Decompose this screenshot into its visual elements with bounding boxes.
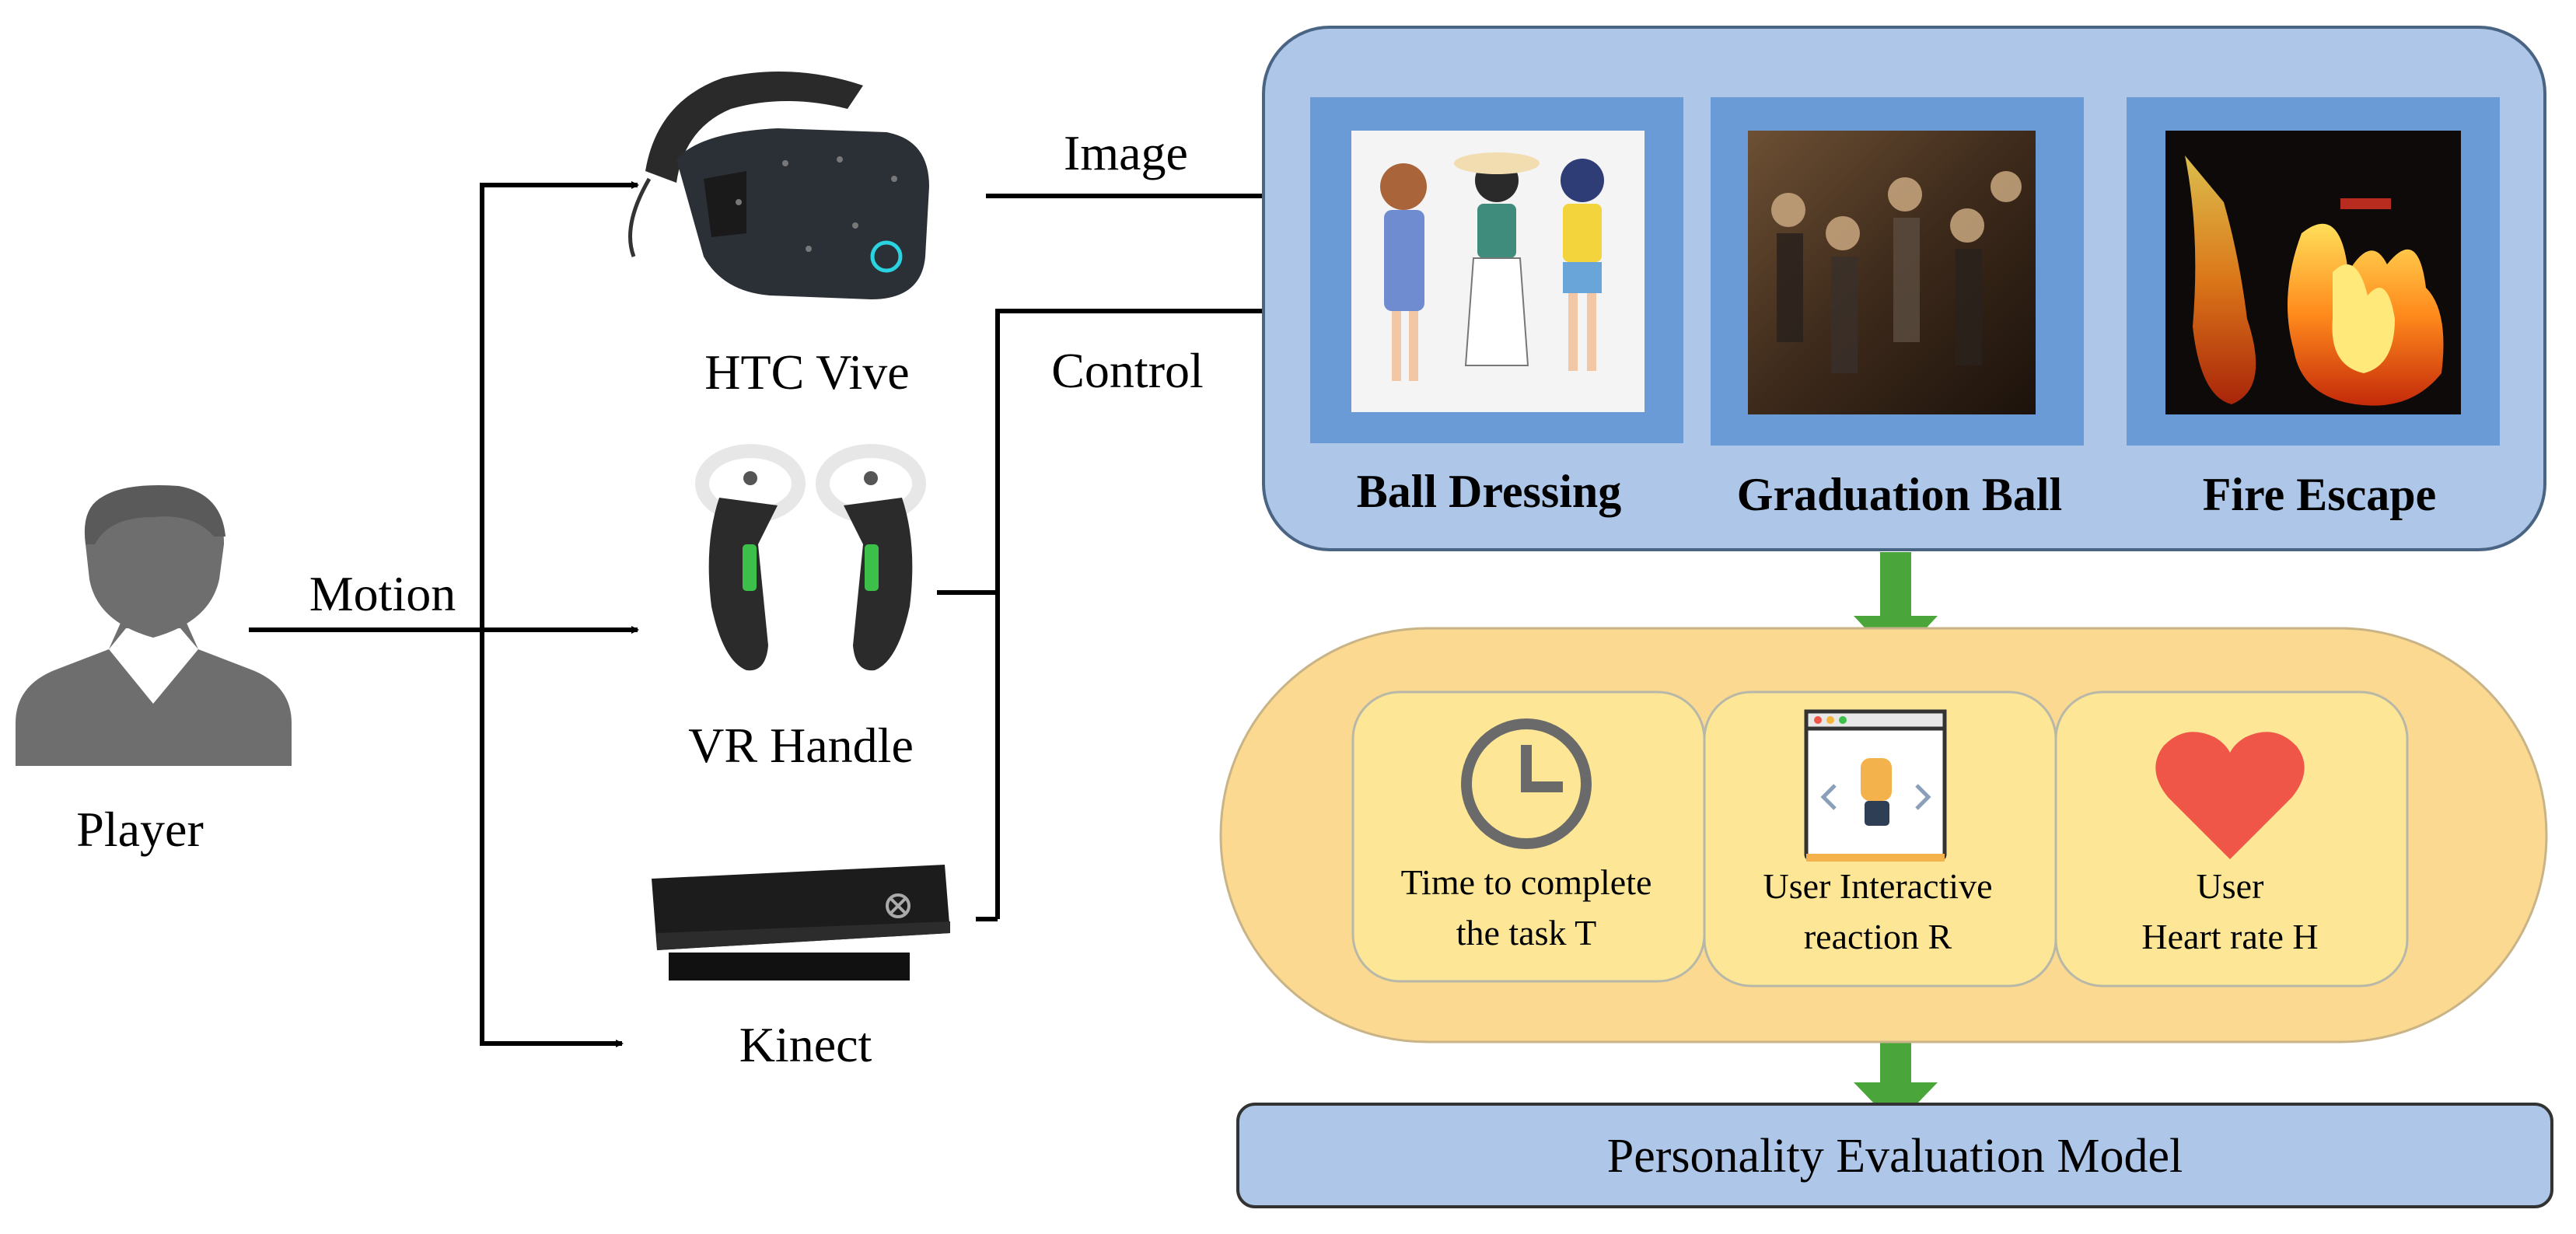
metric-time: Time to complete the task T (1351, 690, 1706, 983)
device-kinect: Kinect (652, 865, 950, 1072)
clock-icon (1461, 718, 1592, 849)
control-connectors (937, 307, 1271, 921)
scene-label-ball-dressing: Ball Dressing (1357, 466, 1622, 517)
image-label: Image (1064, 125, 1188, 180)
green-arrow-metrics-to-model (1854, 1011, 1938, 1126)
metric-interaction-line1: User Interactive (1763, 866, 1992, 906)
personality-model-box: Personality Evaluation Model (1236, 1103, 2553, 1208)
scenes-panel: Ball Dressing Graduation Ball (1262, 26, 2546, 551)
fire-flames-image (2185, 156, 2444, 406)
metric-heart-rate: User Heart rate H (2054, 690, 2409, 988)
metric-interaction: User Interactive reaction R (1703, 690, 2057, 988)
metric-time-line1: Time to complete (1401, 862, 1652, 902)
browser-hand-icon (1804, 709, 1947, 862)
heart-icon (2155, 732, 2305, 859)
scene-ball-dressing: Ball Dressing (1310, 97, 1683, 517)
device-htc-vive: HTC Vive (628, 72, 929, 400)
metric-interaction-line2: reaction R (1804, 917, 1952, 956)
person-silhouette-icon (16, 485, 292, 766)
device-vr-handle: VR Handle (688, 444, 926, 773)
metric-time-line2: the task T (1456, 913, 1597, 953)
device-label-vr-handle: VR Handle (688, 718, 914, 773)
scene-label-fire-escape: Fire Escape (2203, 469, 2437, 520)
motion-label: Motion (309, 566, 456, 621)
vr-controllers-icon (695, 444, 926, 671)
metric-heart-line2: Heart rate H (2141, 917, 2318, 956)
scene-label-graduation-ball: Graduation Ball (1737, 469, 2062, 520)
device-label-kinect: Kinect (739, 1017, 872, 1072)
dancing-people-image (1771, 171, 2022, 373)
metric-heart-line1: User (2197, 866, 2264, 906)
player-node: Player (16, 485, 292, 857)
dressed-girls-image (1380, 152, 1604, 381)
control-arrow (995, 307, 1271, 919)
device-label-htc-vive: HTC Vive (704, 344, 909, 400)
control-label: Control (1051, 343, 1204, 398)
personality-model-label: Personality Evaluation Model (1607, 1130, 2183, 1183)
player-label: Player (76, 802, 204, 857)
metrics-panel: Time to complete the task T User Interac… (1219, 627, 2548, 1043)
motion-arrow-to-kinect (480, 630, 624, 1047)
vr-headset-icon (628, 72, 929, 299)
scene-graduation-ball: Graduation Ball (1711, 97, 2084, 520)
motion-connectors (249, 181, 639, 1047)
scene-fire-escape: Fire Escape (2127, 97, 2500, 520)
kinect-sensor-icon (652, 865, 950, 981)
motion-arrow-to-vive (480, 181, 639, 630)
